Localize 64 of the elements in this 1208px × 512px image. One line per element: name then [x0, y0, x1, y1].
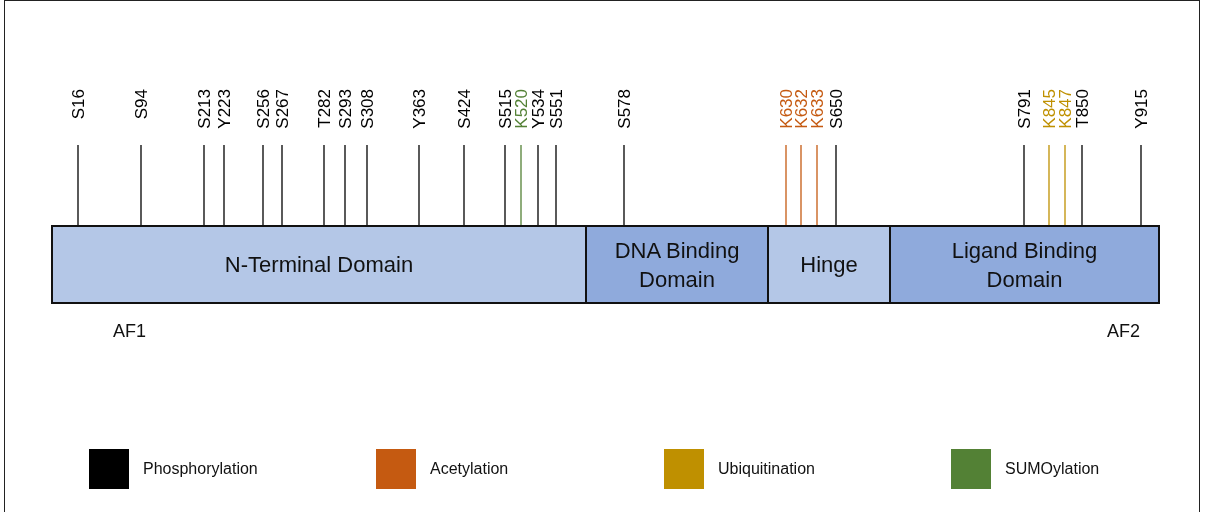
domain-label: Ligand Binding Domain [950, 236, 1099, 294]
leader-line [1064, 144, 1066, 227]
leader-line [1023, 144, 1025, 227]
domain-label: N-Terminal Domain [224, 251, 414, 279]
site-label: Y534 [529, 89, 547, 129]
leader-line [1081, 144, 1083, 227]
leader-line [344, 144, 346, 227]
domain-box [767, 225, 891, 304]
site-label: K630 [777, 89, 795, 129]
legend-label: SUMOylation [1005, 460, 1100, 478]
site-label: S293 [336, 89, 354, 129]
leader-line [262, 144, 264, 227]
site-label: Y223 [215, 89, 233, 129]
site-label: T282 [315, 89, 333, 128]
leader-line [77, 144, 79, 227]
site-label: K847 [1056, 89, 1074, 129]
site-label: T850 [1073, 89, 1091, 128]
domain-box [51, 225, 587, 304]
legend-label: Phosphorylation [143, 460, 258, 478]
site-label: S551 [547, 89, 565, 129]
site-label: K632 [792, 89, 810, 129]
site-label: S578 [615, 89, 633, 129]
domain-box [889, 225, 1160, 304]
site-label: S94 [132, 89, 150, 120]
leader-line [281, 144, 283, 227]
leader-line [1048, 144, 1050, 227]
site-label: S424 [455, 89, 473, 129]
leader-line [555, 144, 557, 227]
domain-label: Hinge [800, 251, 858, 279]
domain-box [585, 225, 769, 304]
leader-line [623, 144, 625, 227]
site-label: S213 [195, 89, 213, 129]
leader-line [800, 144, 802, 227]
region-label: AF2 [1107, 321, 1140, 342]
leader-line [203, 144, 205, 227]
site-label: K520 [512, 89, 530, 129]
region-label: AF1 [113, 321, 146, 342]
leader-line [835, 144, 837, 227]
site-label: Y363 [410, 89, 428, 129]
site-label: S791 [1015, 89, 1033, 129]
legend-label: Ubiquitination [718, 460, 815, 478]
site-label: S308 [358, 89, 376, 129]
leader-line [418, 144, 420, 227]
leader-line [504, 144, 506, 227]
leader-line [816, 144, 818, 227]
leader-line [223, 144, 225, 227]
leader-line [463, 144, 465, 227]
site-label: K845 [1040, 89, 1058, 129]
site-label: S16 [69, 89, 87, 120]
site-label: Y915 [1132, 89, 1150, 129]
leader-line [323, 144, 325, 227]
leader-line [140, 144, 142, 227]
domain-label: DNA Binding Domain [613, 236, 741, 294]
legend-label: Acetylation [430, 460, 509, 478]
site-label: S267 [273, 89, 291, 129]
leader-line [1140, 144, 1142, 227]
leader-line [366, 144, 368, 227]
leader-line [537, 144, 539, 227]
site-label: K633 [808, 89, 826, 129]
site-label: S256 [254, 89, 272, 129]
site-label: S650 [827, 89, 845, 129]
leader-line [785, 144, 787, 227]
site-label: S515 [496, 89, 514, 129]
leader-line [520, 144, 522, 227]
